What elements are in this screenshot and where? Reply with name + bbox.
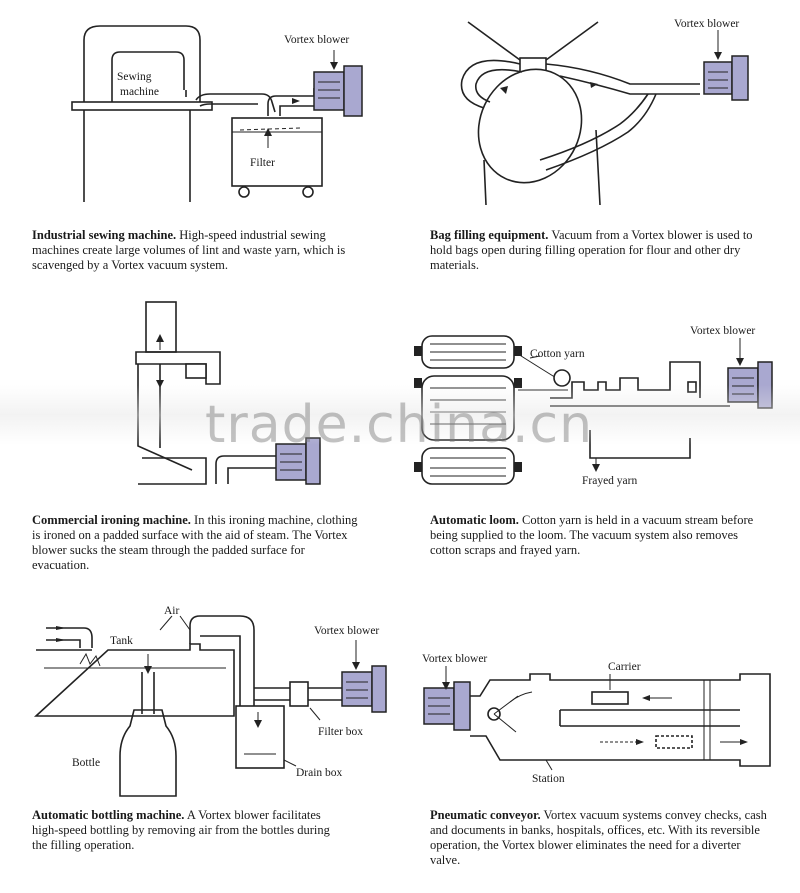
conveyor-diagram: Vortex blower Carrier Station	[422, 653, 771, 785]
label-vortex-blower: Vortex blower	[690, 325, 755, 337]
caption-conveyor: Pneumatic conveyor. Vortex vacuum system…	[430, 808, 767, 867]
watermark-band	[0, 385, 800, 445]
label-frayed-yarn: Frayed yarn	[582, 475, 637, 487]
bottling-diagram: Air Tank Vortex blower Filter box Bottle…	[33, 605, 387, 797]
panel-bottling: Air Tank Vortex blower Filter box Bottle…	[0, 596, 400, 893]
label-air: Air	[164, 605, 180, 617]
panel-bag: Vortex blower Bag filling equipment. Vac…	[400, 0, 800, 300]
label-filter-box: Filter box	[318, 726, 363, 738]
label-filter: Filter	[250, 157, 275, 169]
caption-loom: Automatic loom. Cotton yarn is held in a…	[430, 513, 754, 557]
label-cotton-yarn: Cotton yarn	[530, 348, 585, 360]
bag-diagram: Vortex blower	[460, 18, 749, 206]
caption-ironing: Commercial ironing machine. In this iron…	[32, 513, 358, 572]
caption-sewing: Industrial sewing machine. High-speed in…	[32, 228, 346, 272]
caption-bag: Bag filling equipment. Vacuum from a Vor…	[430, 228, 753, 272]
watermark: trade.china.cn	[205, 395, 594, 455]
label-station: Station	[532, 773, 565, 785]
label-vortex-blower: Vortex blower	[284, 34, 349, 46]
ironing-diagram	[135, 301, 321, 485]
panel-conveyor: Vortex blower Carrier Station Pneumatic …	[400, 596, 800, 893]
caption-bottling: Automatic bottling machine. A Vortex blo…	[32, 808, 330, 852]
label-drain-box: Drain box	[296, 767, 343, 779]
label-sewing: Sewing	[117, 71, 152, 83]
label-carrier: Carrier	[608, 661, 641, 673]
label-bottle: Bottle	[72, 757, 100, 769]
panel-ironing: Commercial ironing machine. In this iron…	[0, 298, 400, 598]
label-tank: Tank	[110, 635, 133, 647]
panel-sewing: Sewing machine Vortex blower Filter Indu…	[0, 0, 400, 300]
label-machine: machine	[120, 86, 159, 98]
label-vortex-blower: Vortex blower	[422, 653, 487, 665]
label-vortex-blower: Vortex blower	[674, 18, 739, 30]
label-vortex-blower: Vortex blower	[314, 625, 379, 637]
sewing-diagram: Sewing machine Vortex blower Filter	[71, 25, 363, 202]
